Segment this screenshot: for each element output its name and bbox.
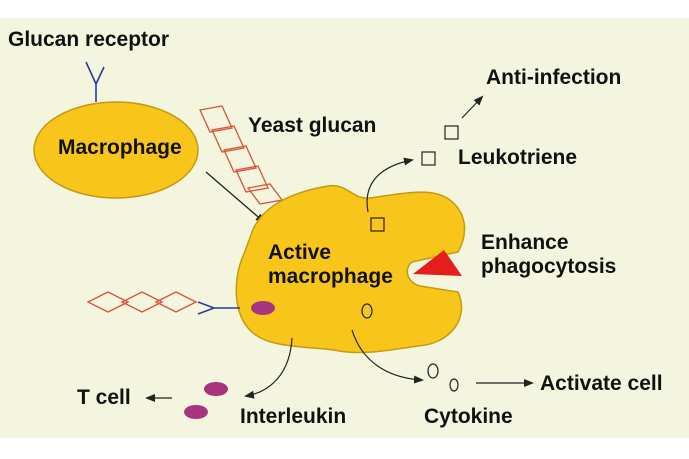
interleukin-inner-icon [251, 301, 275, 315]
interleukin-icon [204, 382, 228, 396]
t-cell-label: T cell [77, 386, 131, 409]
anti-infection-arrow [461, 95, 484, 119]
glucan-receptor-label: Glucan receptor [8, 28, 170, 51]
phagocytosis-wedge-icon [413, 250, 462, 276]
yeast-glucan-label: Yeast glucan [248, 114, 377, 137]
glucan-chain-lower-icon [86, 291, 198, 313]
activation-arrow [205, 171, 266, 224]
cytokine-oval-inner-icon [361, 303, 373, 319]
cytokine-oval-lower-icon [449, 378, 459, 392]
leukotriene-square-icon [421, 151, 436, 166]
interleukin-label: Interleukin [240, 405, 347, 428]
active-macrophage-cell [235, 184, 466, 354]
activate-cell-label: Activate cell [540, 372, 663, 395]
cytokine-oval-icon [427, 363, 439, 379]
cytokine-release-arrow [351, 329, 424, 384]
receptor-bound-icon [197, 301, 240, 315]
active-macrophage-label: Active macrophage [268, 241, 393, 288]
cytokine-label: Cytokine [424, 405, 513, 428]
leukotriene-release-arrow [366, 157, 414, 213]
enhance-phagocytosis-label: Enhance phagocytosis [481, 231, 617, 278]
leukotriene-label: Leukotriene [458, 146, 578, 169]
leukotriene-square-upper-icon [444, 125, 459, 140]
macrophage-label: Macrophage [58, 136, 182, 159]
macrophage-cell [33, 101, 199, 199]
interleukin-lower-icon [184, 405, 208, 419]
interleukin-release-arrow [244, 337, 293, 399]
anti-infection-label: Anti-infection [486, 66, 622, 89]
leukotriene-square-inner-icon [370, 217, 385, 232]
glucan-receptor-icon [85, 61, 105, 102]
